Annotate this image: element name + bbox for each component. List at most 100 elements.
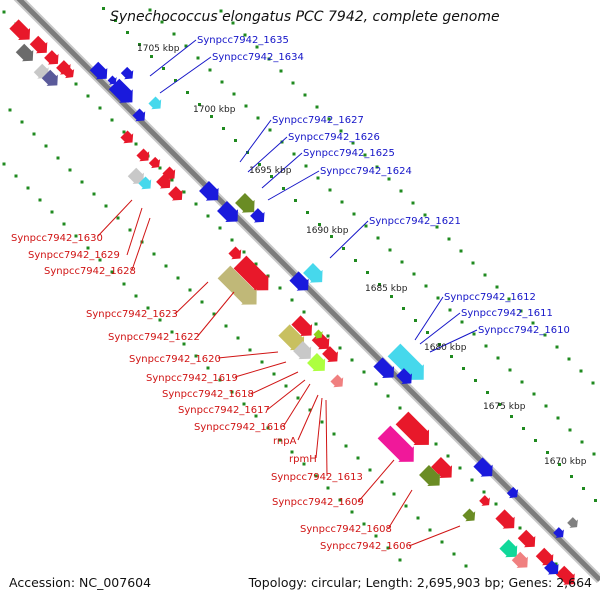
gene-feature[interactable] [376,424,421,469]
gene-label-1624[interactable]: Synpcc7942_1624 [320,166,412,177]
tick-dot [248,348,252,352]
gene-feature[interactable] [543,559,564,580]
gene-label-1610[interactable]: Synpcc7942_1610 [478,325,570,336]
gene-feature[interactable] [40,68,63,91]
gene-feature[interactable] [147,95,165,113]
gene-label-1634[interactable]: Synpcc7942_1634 [212,52,304,63]
gene-feature[interactable] [135,147,153,165]
gene-label-1630[interactable]: Synpcc7942_1630 [11,233,103,244]
gene-label-1622[interactable]: Synpcc7942_1622 [108,332,200,343]
gene-feature[interactable] [131,107,149,125]
gene-feature[interactable] [461,507,479,525]
tick-dot [230,390,234,394]
gene-feature[interactable] [167,185,188,206]
gene-feature[interactable] [88,60,112,84]
gene-feature[interactable] [566,516,582,532]
gene-label-1618[interactable]: Synpcc7942_1618 [162,389,254,400]
gene-feature[interactable] [106,74,119,87]
tick-dot [448,308,452,312]
gene-feature[interactable] [32,62,53,83]
gene-feature[interactable] [516,528,540,552]
leader-line [315,397,323,459]
gene-feature[interactable] [14,42,38,66]
gene-feature[interactable] [498,538,523,563]
gene-label-rnpA[interactable]: rnpA [273,436,297,447]
gene-feature[interactable] [119,65,137,83]
gene-feature[interactable] [216,200,244,228]
gene-feature[interactable] [372,356,400,384]
gene-feature[interactable] [119,129,137,147]
gene-label-1606[interactable]: Synpcc7942_1606 [320,541,412,552]
gene-label-1608[interactable]: Synpcc7942_1608 [300,524,392,535]
gene-feature[interactable] [312,328,325,341]
gene-feature[interactable] [107,77,139,109]
tick-dot [272,372,276,376]
gene-feature[interactable] [216,264,264,312]
gene-feature[interactable] [61,65,77,81]
tick-dot [510,415,513,418]
gene-feature[interactable] [494,508,520,534]
gene-label-1613[interactable]: Synpcc7942_1613 [271,472,363,483]
tick-dot [374,382,378,386]
gene-label-1629[interactable]: Synpcc7942_1629 [28,250,120,261]
gene-feature[interactable] [232,254,276,298]
tick-dot [150,55,153,58]
gene-feature[interactable] [552,526,568,542]
gene-feature[interactable] [505,485,521,501]
gene-feature[interactable] [8,18,36,46]
gene-feature[interactable] [277,323,311,357]
gene-feature[interactable] [28,34,52,58]
gene-feature[interactable] [198,180,225,207]
gene-label-1619[interactable]: Synpcc7942_1619 [146,373,238,384]
gene-feature[interactable] [478,494,494,510]
tick-dot [243,33,247,37]
gene-label-1612[interactable]: Synpcc7942_1612 [444,292,536,303]
leader-line [97,199,133,237]
gene-label-rpmH[interactable]: rpmH [289,454,317,465]
tick-dot [296,396,300,400]
gene-feature[interactable] [394,410,436,452]
gene-feature[interactable] [302,262,329,289]
gene-label-1625[interactable]: Synpcc7942_1625 [303,148,395,159]
gene-label-1626[interactable]: Synpcc7942_1626 [288,132,380,143]
gene-label-1623[interactable]: Synpcc7942_1623 [86,309,178,320]
gene-feature[interactable] [534,546,558,570]
gene-label-1616[interactable]: Synpcc7942_1616 [194,422,286,433]
gene-label-1635[interactable]: Synpcc7942_1635 [197,35,289,46]
tick-dot [254,414,258,418]
tick-dot [438,343,441,346]
gene-feature[interactable] [510,550,533,573]
gene-label-1617[interactable]: Synpcc7942_1617 [178,405,270,416]
tick-dot [128,228,132,232]
gene-feature[interactable] [554,564,579,589]
gene-feature[interactable] [155,173,176,194]
gene-feature[interactable] [227,245,245,263]
gene-feature[interactable] [43,49,64,70]
gene-label-1621[interactable]: Synpcc7942_1621 [369,216,461,227]
leader-line [387,489,413,530]
gene-feature[interactable] [395,367,417,389]
gene-feature[interactable] [147,155,163,171]
gene-feature[interactable] [290,314,318,342]
tick-dot [339,129,343,133]
gene-feature[interactable] [126,166,149,189]
gene-label-1627[interactable]: Synpcc7942_1627 [272,115,364,126]
tick-dot [494,502,498,506]
gene-feature[interactable] [321,345,343,367]
gene-label-1620[interactable]: Synpcc7942_1620 [129,354,221,365]
gene-feature[interactable] [234,192,261,219]
gene-label-1628[interactable]: Synpcc7942_1628 [44,266,136,277]
gene-feature[interactable] [288,270,314,296]
gene-feature[interactable] [306,352,331,377]
gene-feature[interactable] [249,207,270,228]
gene-feature[interactable] [329,373,347,391]
gene-feature[interactable] [292,340,317,365]
gene-feature[interactable] [137,175,155,193]
tick-dot [174,79,177,82]
gene-label-1609[interactable]: Synpcc7942_1609 [272,497,364,508]
gene-label-1611[interactable]: Synpcc7942_1611 [461,308,553,319]
gene-feature[interactable] [386,342,431,387]
gene-feature[interactable] [418,464,446,492]
gene-feature[interactable] [430,456,458,484]
gene-feature[interactable] [472,456,498,482]
